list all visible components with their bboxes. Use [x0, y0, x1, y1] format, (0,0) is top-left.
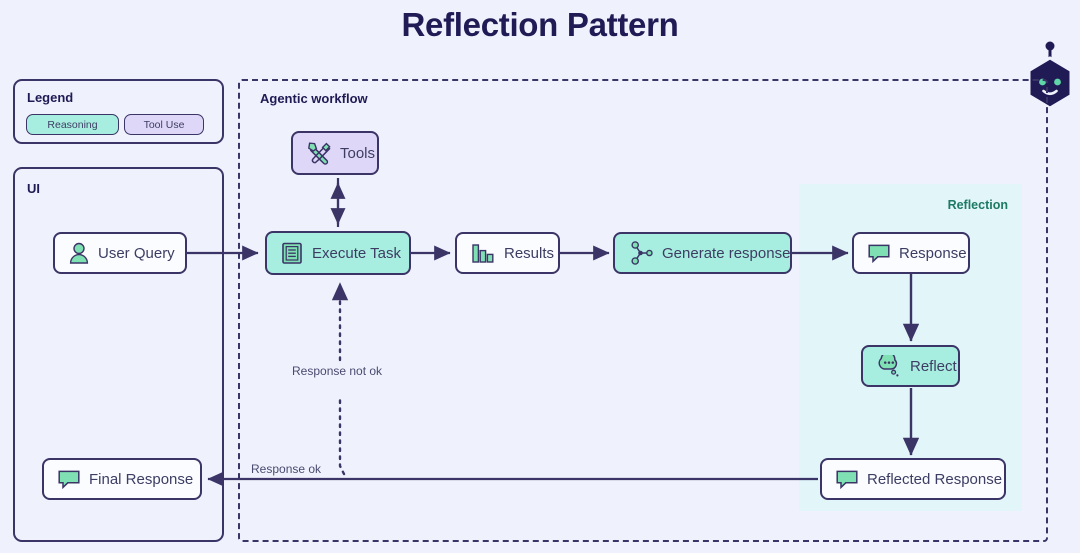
tools-icon [307, 141, 331, 165]
node-label: Tools [340, 144, 376, 162]
node-reflect[interactable]: Reflect [861, 345, 960, 387]
robot-head-icon [1022, 38, 1078, 110]
node-response[interactable]: Response [852, 232, 970, 274]
node-label: Execute Task [312, 244, 401, 262]
edge-label-response-ok: Response ok [251, 462, 322, 476]
legend-chip-reasoning: Reasoning [26, 114, 119, 135]
thought-bubble-icon [877, 351, 901, 377]
user-icon [69, 242, 89, 264]
speech-bubble-icon [868, 243, 890, 264]
reflection-label: Reflection [947, 198, 1008, 212]
agentic-workflow-panel: Agentic workflow [238, 79, 1048, 542]
node-generate-response[interactable]: Generate response [613, 232, 792, 274]
node-network-icon [629, 241, 653, 265]
node-label: Reflected Response [867, 470, 1003, 488]
speech-bubble-icon [836, 469, 858, 490]
node-tools[interactable]: Tools [291, 131, 379, 175]
bar-chart-icon [471, 242, 495, 264]
legend-chip-label: Reasoning [47, 118, 98, 131]
speech-bubble-icon [58, 469, 80, 490]
legend-title: Legend [27, 90, 74, 105]
ui-group-label: UI [27, 181, 40, 196]
document-list-icon [281, 241, 303, 265]
node-user-query[interactable]: User Query [53, 232, 187, 274]
node-results[interactable]: Results [455, 232, 560, 274]
node-label: Final Response [89, 470, 194, 488]
edge-label-response-not-ok: Response not ok [292, 364, 383, 378]
legend-chip-label: Tool Use [143, 118, 185, 131]
node-execute-task[interactable]: Execute Task [265, 231, 411, 275]
agentic-workflow-label: Agentic workflow [260, 91, 368, 106]
node-final-response[interactable]: Final Response [42, 458, 202, 500]
node-label: User Query [98, 244, 175, 262]
node-label: Reflect [910, 357, 957, 375]
node-label: Generate response [662, 244, 791, 262]
legend-chip-tool-use: Tool Use [124, 114, 204, 135]
node-reflected-response[interactable]: Reflected Response [820, 458, 1006, 500]
node-label: Results [504, 244, 555, 262]
page-title: Reflection Pattern [401, 6, 679, 43]
node-label: Response [899, 244, 967, 262]
